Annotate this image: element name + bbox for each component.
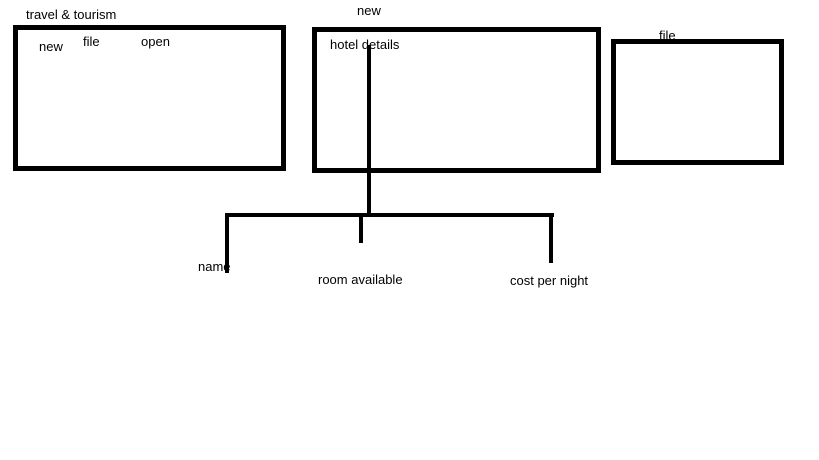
left-window-title: travel & tourism xyxy=(26,7,117,22)
branch-label-cost-per-night: cost per night xyxy=(510,273,589,288)
right-window-box xyxy=(611,39,784,165)
branch-label-room-available: room available xyxy=(318,272,403,287)
branch-drop-room xyxy=(359,213,363,243)
menu-new[interactable]: new xyxy=(39,39,63,54)
middle-window-title: hotel details xyxy=(330,37,400,52)
branch-drop-name xyxy=(225,213,229,273)
branch-drop-cost xyxy=(549,213,553,263)
vertical-connector-top xyxy=(367,45,371,130)
horizontal-branch-line xyxy=(225,213,554,217)
branch-label-name: name xyxy=(198,259,231,274)
top-new-label: new xyxy=(357,3,381,18)
menu-open[interactable]: open xyxy=(141,34,170,49)
left-window-box xyxy=(13,25,286,171)
middle-window-box xyxy=(312,27,601,173)
menu-file[interactable]: file xyxy=(83,34,100,49)
vertical-connector-bottom xyxy=(367,128,371,216)
